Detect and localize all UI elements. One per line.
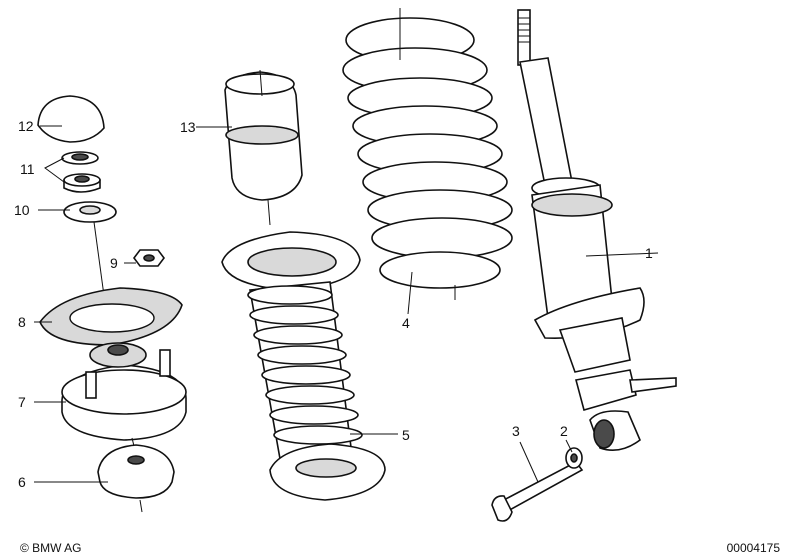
callout-9: 9 — [110, 255, 118, 271]
rubber-cap — [37, 95, 105, 143]
collar-nut-upper — [61, 151, 99, 165]
callout-labels: 1 2 3 4 5 6 7 8 9 10 11 12 13 — [14, 118, 653, 490]
bump-stop — [224, 69, 303, 226]
callout-5: 5 — [402, 427, 410, 443]
hex-nut — [133, 249, 165, 267]
diagram-code: 00004175 — [727, 541, 781, 555]
gasket — [39, 287, 183, 346]
brand-copyright: © BMW AG — [20, 541, 82, 555]
callout-2: 2 — [560, 423, 568, 439]
callout-6: 6 — [18, 474, 26, 490]
callout-10: 10 — [14, 202, 30, 218]
callout-4: 4 — [402, 315, 410, 331]
callout-1: 1 — [645, 245, 653, 261]
callout-3: 3 — [512, 423, 520, 439]
support-bearing — [61, 342, 187, 441]
rubber-mount — [97, 444, 175, 499]
callout-8: 8 — [18, 314, 26, 330]
callout-12: 12 — [18, 118, 34, 134]
collar-nut-lower — [63, 173, 101, 193]
callout-13: 13 — [180, 119, 196, 135]
washer — [63, 201, 117, 223]
spring-washer — [565, 447, 583, 469]
bolt — [491, 460, 584, 522]
callout-7: 7 — [18, 394, 26, 410]
coil-spring — [342, 8, 513, 300]
protective-boot — [221, 231, 386, 501]
callout-11: 11 — [20, 161, 35, 177]
shock-absorber — [517, 9, 677, 451]
leader-lines — [34, 125, 659, 483]
